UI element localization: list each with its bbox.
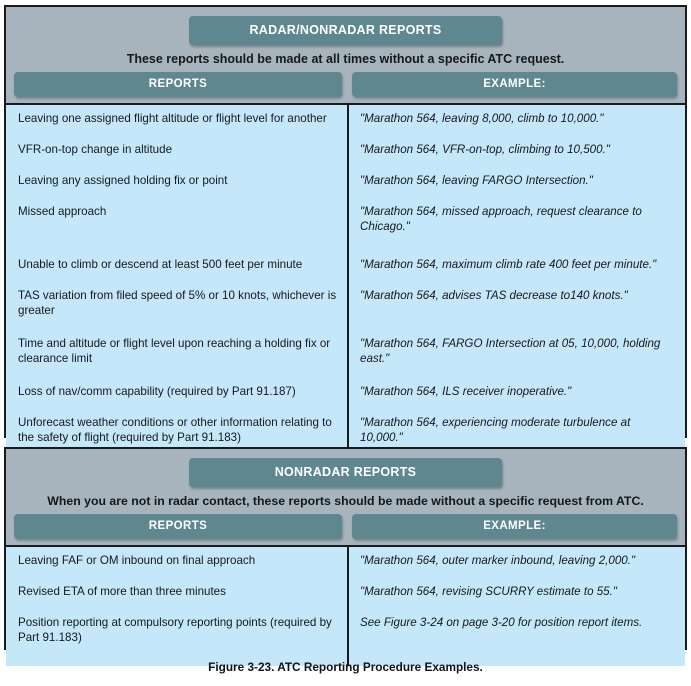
table-one-subtitle: These reports should be made at all time…	[126, 52, 565, 66]
table-two-column-header-example: EXAMPLE:	[352, 514, 677, 539]
figure-caption: Figure 3-23. ATC Reporting Procedure Exa…	[208, 660, 483, 674]
table-row: TAS variation from filed speed of 5% or …	[18, 289, 337, 317]
table-row: "Marathon 564, outer marker inbound, lea…	[360, 554, 636, 567]
table-row: Missed approach	[18, 205, 107, 218]
table-two-title-bar: NONRADAR REPORTS	[6, 449, 685, 492]
table-two-subtitle: When you are not in radar contact, these…	[47, 494, 644, 508]
table-row: "Marathon 564, VFR-on-top, climbing to 1…	[360, 143, 610, 156]
table-row: "Marathon 564, missed approach, request …	[360, 205, 642, 233]
table-row: See Figure 3-24 on page 3-20 for positio…	[360, 616, 643, 629]
table-one-body: Leaving one assigned flight altitude or …	[6, 103, 685, 467]
table-one-example-column: "Marathon 564, leaving 8,000, climb to 1…	[349, 105, 685, 467]
table-one-column-headers: REPORTS EXAMPLE:	[6, 72, 685, 103]
table-row: Position reporting at compulsory reporti…	[18, 616, 332, 644]
table-row: "Marathon 564, FARGO Intersection at 05,…	[360, 337, 661, 365]
table-two-reports-column: Leaving FAF or OM inbound on final appro…	[6, 547, 349, 666]
table-row: Leaving FAF or OM inbound on final appro…	[18, 554, 256, 567]
table-row: Revised ETA of more than three minutes	[18, 585, 226, 598]
table-one-title: RADAR/NONRADAR REPORTS	[189, 16, 502, 45]
table-row: "Marathon 564, revising SCURRY estimate …	[360, 585, 617, 598]
table-row: "Marathon 564, advises TAS decrease to14…	[360, 289, 628, 302]
table-row: "Marathon 564, experiencing moderate tur…	[360, 416, 631, 444]
table-row: Time and altitude or flight level upon r…	[18, 337, 331, 365]
table-row: Leaving one assigned flight altitude or …	[18, 112, 327, 125]
table-row: Unable to climb or descend at least 500 …	[18, 258, 303, 271]
table-two-example-column: "Marathon 564, outer marker inbound, lea…	[349, 547, 685, 666]
table-row: Leaving any assigned holding fix or poin…	[18, 174, 228, 187]
table-row: VFR-on-top change in altitude	[18, 143, 173, 156]
table-one-column-header-example: EXAMPLE:	[352, 72, 677, 97]
table-two-column-headers: REPORTS EXAMPLE:	[6, 514, 685, 545]
table-row: "Marathon 564, leaving 8,000, climb to 1…	[360, 112, 604, 125]
table-one-column-header-reports: REPORTS	[14, 72, 342, 97]
table-row: "Marathon 564, maximum climb rate 400 fe…	[360, 258, 657, 271]
table-row: Unforecast weather conditions or other i…	[18, 416, 332, 444]
table-row: "Marathon 564, leaving FARGO Intersectio…	[360, 174, 593, 187]
radar-nonradar-reports-table: RADAR/NONRADAR REPORTS These reports sho…	[4, 5, 687, 467]
table-two-body: Leaving FAF or OM inbound on final appro…	[6, 545, 685, 666]
table-one-reports-column: Leaving one assigned flight altitude or …	[6, 105, 349, 467]
table-two-column-header-reports: REPORTS	[14, 514, 342, 539]
table-row: "Marathon 564, ILS receiver inoperative.…	[360, 385, 572, 398]
table-two-title: NONRADAR REPORTS	[189, 458, 502, 487]
table-one-title-bar: RADAR/NONRADAR REPORTS	[6, 7, 685, 50]
nonradar-reports-table: NONRADAR REPORTS When you are not in rad…	[4, 447, 687, 666]
table-row: Loss of nav/comm capability (required by…	[18, 385, 296, 398]
